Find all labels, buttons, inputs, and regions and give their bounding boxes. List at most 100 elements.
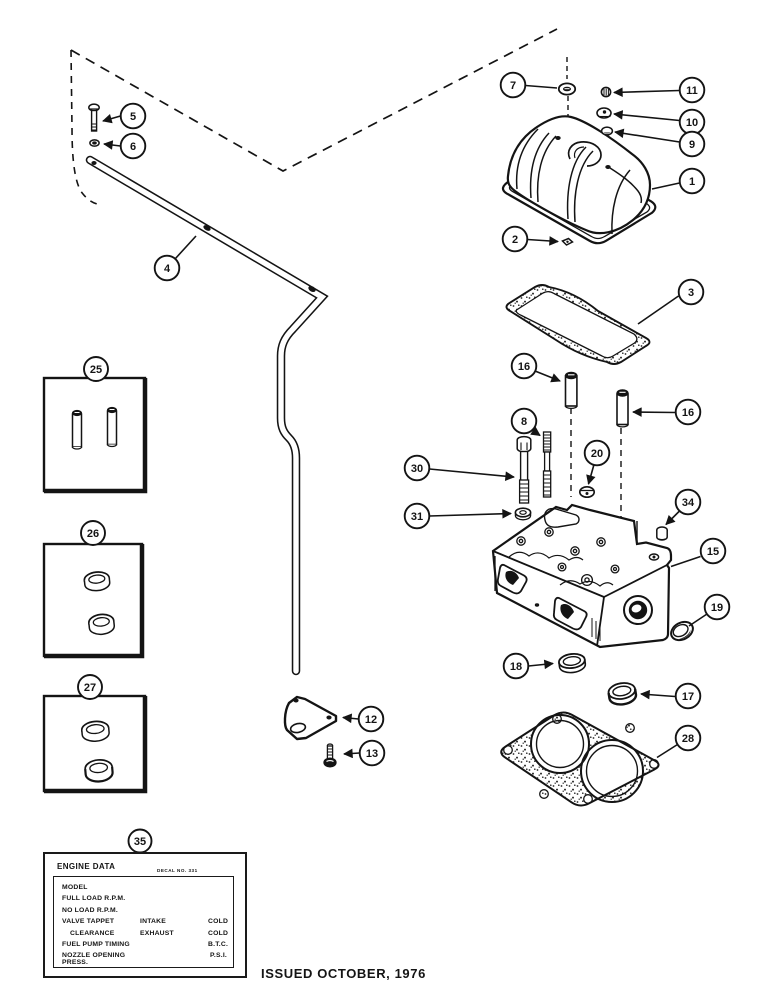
part-cover-gasket-3 — [505, 284, 651, 365]
callout-3: 3 — [677, 278, 705, 306]
svg-text:27: 27 — [84, 682, 96, 694]
svg-text:19: 19 — [711, 602, 723, 614]
decal-number: DECAL NO. 331 — [157, 868, 198, 873]
part-cap-9 — [600, 126, 614, 136]
svg-text:20: 20 — [591, 448, 603, 460]
part-valve-cover-1 — [501, 115, 657, 245]
decal-row-no-load-rpm: NO LOAD R.P.M. — [62, 906, 118, 914]
kit-box-27 — [42, 694, 148, 794]
callout-20: 20 — [583, 439, 611, 467]
part-seat-ring-18 — [558, 652, 587, 674]
part-nut-11 — [600, 86, 612, 98]
part-head-gasket-28 — [500, 711, 660, 807]
callout-28: 28 — [674, 724, 702, 752]
callout-30: 30 — [403, 454, 431, 482]
svg-text:25: 25 — [90, 364, 102, 376]
svg-text:1: 1 — [689, 176, 695, 188]
kit-box-25 — [42, 376, 148, 494]
callout-16-right: 16 — [674, 398, 702, 426]
callout-7: 7 — [499, 71, 527, 99]
callout-17: 17 — [674, 682, 702, 710]
part-cylinder-head-15 — [491, 503, 673, 649]
svg-text:17: 17 — [682, 691, 694, 703]
svg-text:11: 11 — [686, 85, 698, 97]
callout-13: 13 — [358, 739, 386, 767]
callout-26: 26 — [80, 520, 106, 546]
callout-35: 35 — [127, 828, 153, 854]
svg-text:16: 16 — [682, 407, 694, 419]
svg-text:6: 6 — [130, 141, 136, 153]
decal-row-full-load-rpm: FULL LOAD R.P.M. — [62, 895, 126, 903]
svg-text:10: 10 — [686, 117, 698, 129]
part-washer-31 — [514, 507, 532, 521]
part-bolt-13 — [323, 743, 337, 768]
part-valve-guide-16-left — [564, 371, 578, 410]
decal-title: ENGINE DATA — [57, 862, 116, 871]
part-bolt-5 — [88, 103, 100, 132]
svg-text:12: 12 — [365, 714, 377, 726]
engine-data-decal: ENGINE DATA DECAL NO. 331 MODEL FULL LOA… — [43, 852, 247, 978]
svg-text:3: 3 — [688, 287, 694, 299]
callout-15: 15 — [699, 537, 727, 565]
issued-date-line: ISSUED OCTOBER, 1976 — [261, 966, 426, 981]
callout-9: 9 — [678, 130, 706, 158]
callout-10: 10 — [678, 108, 706, 136]
svg-text:15: 15 — [707, 546, 719, 558]
kit-25-valve-guides — [71, 406, 118, 450]
svg-text:16: 16 — [518, 361, 530, 373]
part-rod-4 — [85, 155, 329, 676]
callout-4: 4 — [153, 254, 181, 282]
callout-2: 2 — [501, 225, 529, 253]
part-stud-8 — [542, 431, 552, 498]
callout-8: 8 — [510, 407, 538, 435]
part-cap-20 — [578, 485, 596, 499]
callout-18: 18 — [502, 652, 530, 680]
callout-11: 11 — [678, 76, 706, 104]
decal-row-model: MODEL — [62, 884, 88, 891]
callout-31: 31 — [403, 502, 431, 530]
part-grommet-7 — [557, 82, 577, 96]
part-plug-34 — [656, 526, 668, 541]
decal-table: MODEL FULL LOAD R.P.M. NO LOAD R.P.M. VA… — [53, 876, 234, 968]
kit-27-seal-rings — [80, 720, 114, 783]
assembly-boundary-dashed-outline — [70, 28, 622, 556]
leader-lines — [102, 84, 708, 759]
part-head-bolt-30 — [516, 435, 532, 504]
callout-19: 19 — [703, 593, 731, 621]
callout-34: 34 — [674, 488, 702, 516]
part-bracket-12 — [283, 695, 338, 741]
svg-text:5: 5 — [130, 111, 136, 123]
svg-text:34: 34 — [682, 497, 695, 509]
svg-text:28: 28 — [682, 733, 694, 745]
kit-26-seal-rings — [83, 571, 116, 636]
svg-text:2: 2 — [512, 234, 518, 246]
svg-text:13: 13 — [366, 748, 378, 760]
svg-text:7: 7 — [510, 80, 516, 92]
callout-27: 27 — [77, 674, 103, 700]
svg-text:8: 8 — [521, 416, 527, 428]
callout-6: 6 — [119, 132, 147, 160]
svg-text:18: 18 — [510, 661, 522, 673]
callout-1: 1 — [678, 167, 706, 195]
svg-text:35: 35 — [134, 836, 146, 848]
part-valve-guide-16-right — [616, 389, 629, 428]
svg-text:30: 30 — [411, 463, 423, 475]
callout-5: 5 — [119, 102, 147, 130]
part-cup-plug-19 — [670, 620, 694, 642]
part-seat-ring-17 — [607, 682, 638, 706]
callout-balloons: 5 6 4 7 11 10 9 1 2 3 16 16 8 30 20 31 3… — [77, 71, 731, 854]
svg-text:31: 31 — [411, 511, 423, 523]
callout-16-left: 16 — [510, 352, 538, 380]
part-dome-cap-10 — [596, 107, 612, 119]
svg-text:4: 4 — [164, 263, 171, 275]
svg-text:26: 26 — [87, 528, 99, 540]
callout-12: 12 — [357, 705, 385, 733]
part-nut-2 — [561, 237, 574, 246]
part-washer-6 — [89, 139, 100, 147]
callout-25: 25 — [83, 356, 109, 382]
